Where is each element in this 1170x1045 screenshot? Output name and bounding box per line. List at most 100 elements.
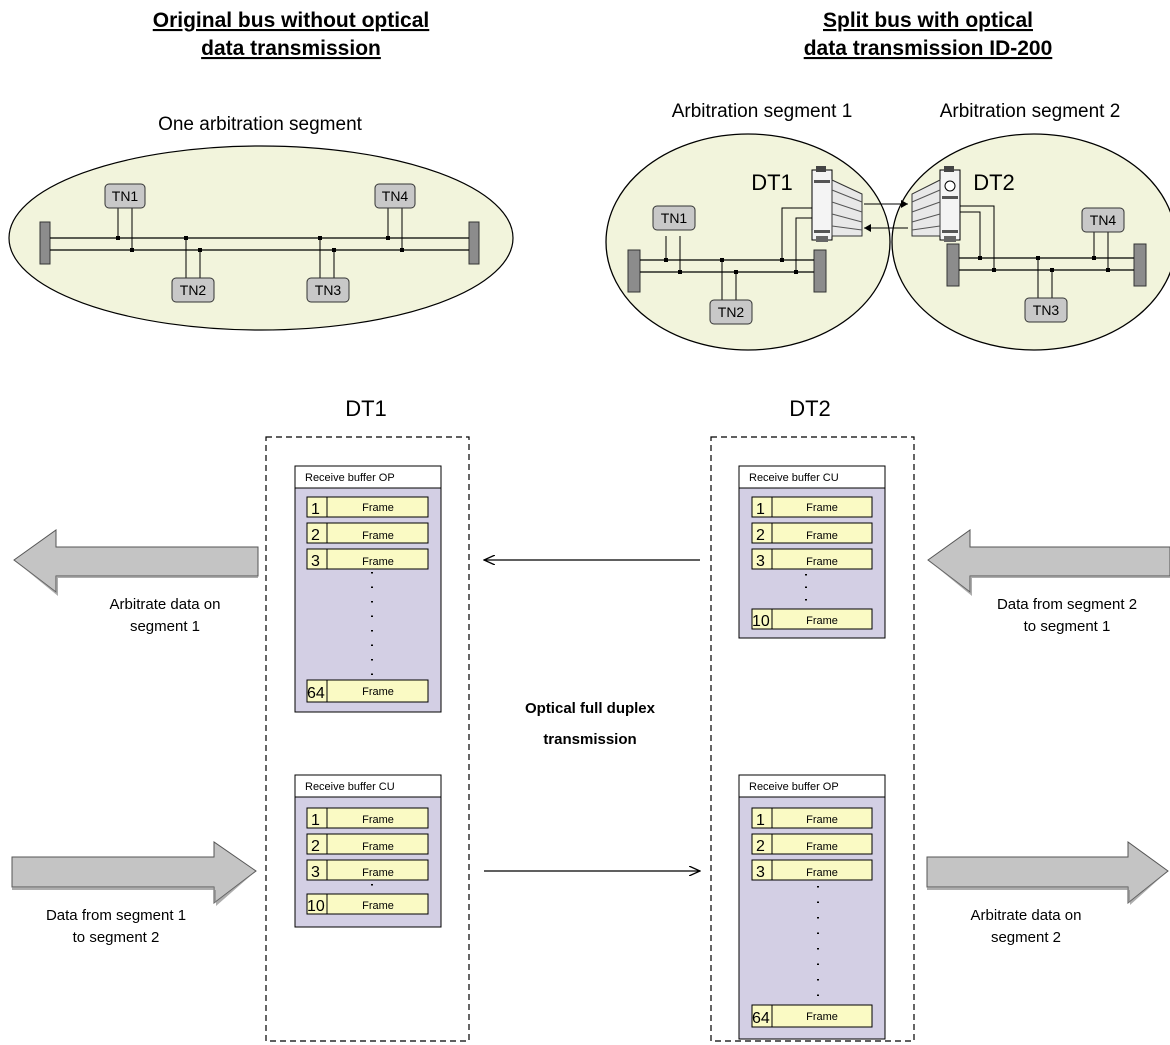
frame-label: Frame <box>806 556 838 568</box>
dt1-dashed-box <box>265 436 470 1042</box>
dt2-junction <box>992 268 996 272</box>
tn4-node <box>1081 207 1125 233</box>
arbitrate-seg2-line2: segment 2 <box>991 929 1061 946</box>
frame-number: 64 <box>752 1010 770 1027</box>
tn3-node <box>1024 297 1068 323</box>
tn4-junction <box>1106 268 1110 272</box>
frame-number: 3 <box>311 864 320 881</box>
bus-terminator-right <box>468 221 480 265</box>
tn2-junction <box>184 236 188 240</box>
seg1-terminator-left <box>627 249 641 293</box>
tn2-junction <box>198 248 202 252</box>
frame-slot <box>751 548 873 570</box>
frame-label: Frame <box>362 841 394 853</box>
frame-slot <box>751 833 873 855</box>
frame-label: Frame <box>362 867 394 879</box>
frame-label: Frame <box>806 841 838 853</box>
tn1-node <box>104 183 146 209</box>
dt1-junction <box>794 270 798 274</box>
frame-slot <box>306 548 429 570</box>
tn2-junction <box>734 270 738 274</box>
buffer-title: Receive buffer CU <box>305 781 395 793</box>
dt2-stub <box>960 205 995 270</box>
dt2-device-label: DT2 <box>973 170 1015 195</box>
arbitrate-seg2-line1: Arbitrate data on <box>971 907 1082 924</box>
frame-number: 3 <box>756 864 765 881</box>
optical-label-line2: transmission <box>543 731 636 748</box>
segment2-label: Arbitration segment 2 <box>940 101 1121 122</box>
dt2-dashed-box <box>710 436 915 1042</box>
from-seg2-line2: to segment 1 <box>1024 618 1111 635</box>
frame-number: 1 <box>311 501 320 518</box>
tn1-junction <box>116 236 120 240</box>
tn4-junction <box>1092 256 1096 260</box>
tn2-label: TN2 <box>718 304 745 320</box>
arrow-arbitrate-segment-1 <box>13 529 259 596</box>
arrow-data-from-segment-1 <box>11 841 257 906</box>
dt2-junction <box>978 256 982 260</box>
tn1-node <box>652 205 696 231</box>
tn1-junction <box>664 258 668 262</box>
frame-slot <box>306 496 429 518</box>
dt2-receive-buffer-op: Receive buffer OP 1 Frame 2 Frame 3 Fram… <box>738 774 886 1040</box>
tn3-junction <box>332 248 336 252</box>
frame-number: 1 <box>311 812 320 829</box>
from-seg1-line1: Data from segment 1 <box>46 907 186 924</box>
frame-label: Frame <box>806 530 838 542</box>
tn2-node <box>709 299 753 325</box>
frame-number: 2 <box>756 838 765 855</box>
dt1-device-icon <box>811 166 863 242</box>
frame-slot <box>306 833 429 855</box>
dt2-device-icon <box>911 166 961 242</box>
from-seg1-line2: to segment 2 <box>73 929 160 946</box>
segment1-bus: TN1 TN2 <box>627 205 827 325</box>
buffer-title: Receive buffer OP <box>749 781 839 793</box>
tn3-junction <box>1050 268 1054 272</box>
frame-label: Frame <box>806 814 838 826</box>
one-segment-label: One arbitration segment <box>158 114 363 135</box>
frame-label: Frame <box>806 867 838 879</box>
frame-slot <box>306 859 429 881</box>
arbitration-segment-2-ellipse <box>891 133 1170 351</box>
segment2-bus: TN4 TN3 <box>946 205 1147 323</box>
tn3-node <box>306 277 350 303</box>
frame-slot <box>306 807 429 829</box>
heading-left-line2: data transmission <box>201 37 381 60</box>
frame-slot <box>751 859 873 881</box>
bus-terminator-left <box>39 221 51 265</box>
frame-slot <box>306 893 429 915</box>
tn4-label: TN4 <box>382 188 409 204</box>
dt1-receive-buffer-op: Receive buffer OP 1 Frame 2 Frame 3 Fram… <box>294 465 442 713</box>
arrow-arbitrate-segment-2 <box>926 841 1169 905</box>
tn1-junction <box>678 270 682 274</box>
frame-slot <box>306 522 429 544</box>
frame-slot <box>751 496 873 518</box>
tn2-node <box>171 277 215 303</box>
tn3-junction <box>318 236 322 240</box>
frame-label: Frame <box>362 502 394 514</box>
tn2-junction <box>720 258 724 262</box>
frame-label: Frame <box>806 1011 838 1023</box>
dt1-junction <box>780 258 784 262</box>
frame-slot <box>751 1004 873 1028</box>
frame-number: 3 <box>756 553 765 570</box>
frame-number: 64 <box>307 685 325 702</box>
frame-number: 2 <box>311 527 320 544</box>
dt1-stub <box>795 217 812 272</box>
tn4-node <box>374 183 416 209</box>
frame-number: 3 <box>311 553 320 570</box>
dt2-stub <box>960 211 981 258</box>
buffer-title: Receive buffer OP <box>305 472 395 484</box>
frame-label: Frame <box>362 556 394 568</box>
heading-right-line1: Split bus with optical <box>823 9 1033 32</box>
tn3-label: TN3 <box>315 282 342 298</box>
dt1-heading: DT1 <box>345 396 387 421</box>
tn4-label: TN4 <box>1090 212 1117 228</box>
frame-label: Frame <box>362 900 394 912</box>
tn2-label: TN2 <box>180 282 207 298</box>
dt1-device-label: DT1 <box>751 170 793 195</box>
tn1-label: TN1 <box>661 210 688 226</box>
from-seg2-line1: Data from segment 2 <box>997 596 1137 613</box>
frame-number: 1 <box>756 501 765 518</box>
tn4-junction <box>400 248 404 252</box>
